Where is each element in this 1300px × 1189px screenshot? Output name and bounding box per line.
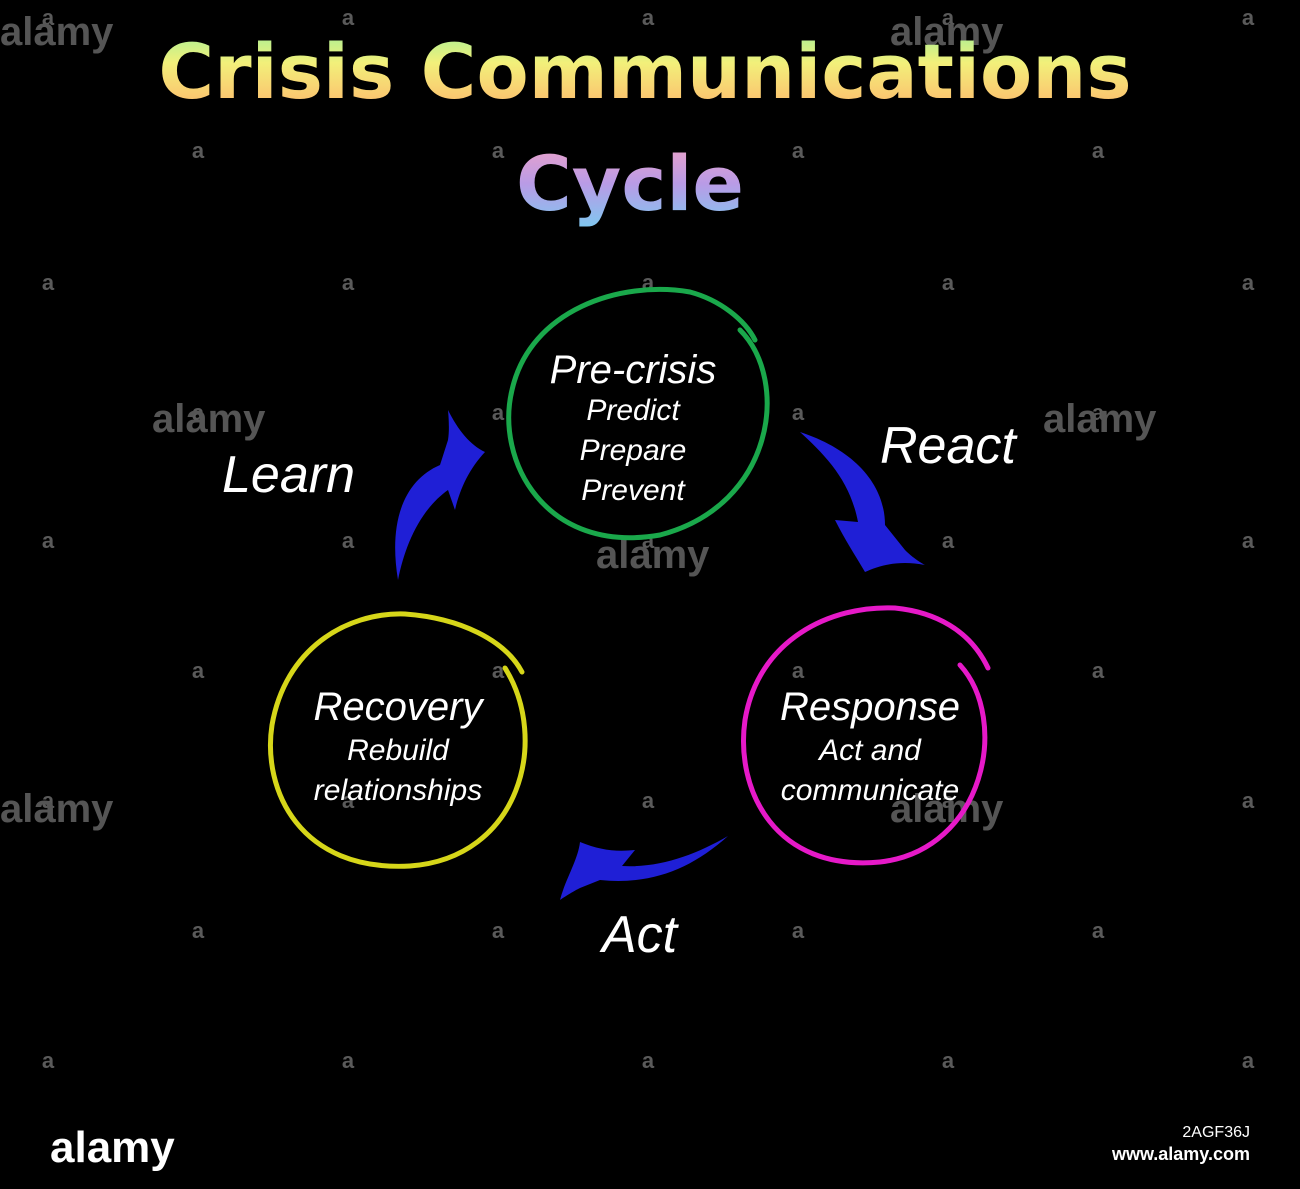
curved-arrow-icon: [395, 410, 485, 580]
diagram-title-line2: Cycle: [516, 139, 744, 228]
watermark-a: a: [492, 138, 505, 163]
watermark-a: a: [942, 788, 955, 813]
stage-title-recovery: Recovery: [314, 685, 486, 729]
curved-arrow-icon: [800, 432, 925, 572]
watermark-a: a: [1092, 658, 1105, 683]
watermark-a: a: [1242, 788, 1255, 813]
stage-line-response: Act and: [817, 734, 922, 767]
watermark-a: a: [192, 400, 205, 425]
watermark-a: a: [642, 5, 655, 30]
transition-label-react: React: [880, 417, 1018, 475]
watermark-a: a: [1092, 138, 1105, 163]
transition-learn: Learn: [222, 410, 485, 580]
watermark-a: a: [792, 138, 805, 163]
curved-arrow-icon: [560, 836, 728, 900]
watermark-a: a: [42, 5, 55, 30]
watermark-alamy: alamy: [0, 787, 114, 831]
watermark-a: a: [1242, 5, 1255, 30]
watermark-alamy: alamy: [1043, 397, 1157, 441]
footer-brand-logo: alamy: [50, 1123, 175, 1172]
diagram-title-line1: Crisis Communications: [158, 27, 1131, 116]
watermark-a: a: [642, 1048, 655, 1073]
footer-image-id: 2AGF36J: [1182, 1124, 1250, 1141]
stage-ring-recovery: [268, 611, 528, 869]
watermark-a: a: [792, 658, 805, 683]
watermark-alamy: alamy: [596, 533, 710, 577]
stage-line-precrisis: Prevent: [581, 474, 686, 507]
stage-line-recovery: Rebuild: [347, 734, 450, 767]
watermark-a: a: [942, 5, 955, 30]
watermark-a: a: [942, 1048, 955, 1073]
stage-node-recovery: Recovery Rebuild relationships: [268, 611, 528, 869]
transition-label-learn: Learn: [222, 446, 355, 504]
watermark-a: a: [1242, 1048, 1255, 1073]
watermark-a: a: [942, 270, 955, 295]
watermark-a: a: [42, 528, 55, 553]
watermark-a: a: [342, 788, 355, 813]
stage-line-precrisis: Predict: [586, 394, 681, 427]
stage-title-precrisis: Pre-crisis: [550, 348, 717, 392]
watermark-alamy: alamy: [152, 397, 266, 441]
watermark-a: a: [192, 658, 205, 683]
stage-node-response: Response Act and communicate: [741, 605, 991, 866]
watermark-a: a: [792, 400, 805, 425]
stage-node-precrisis: Pre-crisis Predict Prepare Prevent: [506, 286, 770, 541]
watermark-a: a: [1092, 918, 1105, 943]
watermark-a: a: [642, 788, 655, 813]
watermark-a: a: [192, 918, 205, 943]
watermark-a: a: [342, 528, 355, 553]
watermark-a: a: [342, 1048, 355, 1073]
watermark-a: a: [792, 918, 805, 943]
watermark-a: a: [1092, 400, 1105, 425]
watermark-alamy: alamy: [0, 10, 114, 54]
stage-line-recovery: relationships: [314, 774, 482, 807]
footer-site-url: www.alamy.com: [1111, 1144, 1250, 1164]
watermark-a: a: [42, 788, 55, 813]
stage-line-response: communicate: [781, 774, 959, 807]
watermark-alamy: alamy: [890, 787, 1004, 831]
watermark-a: a: [942, 528, 955, 553]
watermark-alamy-group: alamy alamy alamy alamy alamy alamy alam…: [0, 10, 1157, 831]
transition-label-act: Act: [599, 906, 680, 964]
watermark-a: a: [192, 138, 205, 163]
watermark-a: a: [1242, 270, 1255, 295]
watermark-a: a: [42, 1048, 55, 1073]
stage-title-response: Response: [780, 685, 960, 729]
watermark-alamy: alamy: [890, 10, 1004, 54]
stage-ring-response: [741, 605, 991, 866]
watermark-a: a: [492, 400, 505, 425]
stage-line-precrisis: Prepare: [580, 434, 687, 467]
watermark-a: a: [42, 270, 55, 295]
watermark-a: a: [492, 658, 505, 683]
transition-react: React: [800, 417, 1018, 572]
transition-act: Act: [560, 836, 728, 964]
watermark-a: a: [492, 918, 505, 943]
watermark-a: a: [342, 270, 355, 295]
stage-ring-precrisis: [506, 286, 770, 541]
watermark-a: a: [1242, 528, 1255, 553]
watermark-a: a: [342, 5, 355, 30]
